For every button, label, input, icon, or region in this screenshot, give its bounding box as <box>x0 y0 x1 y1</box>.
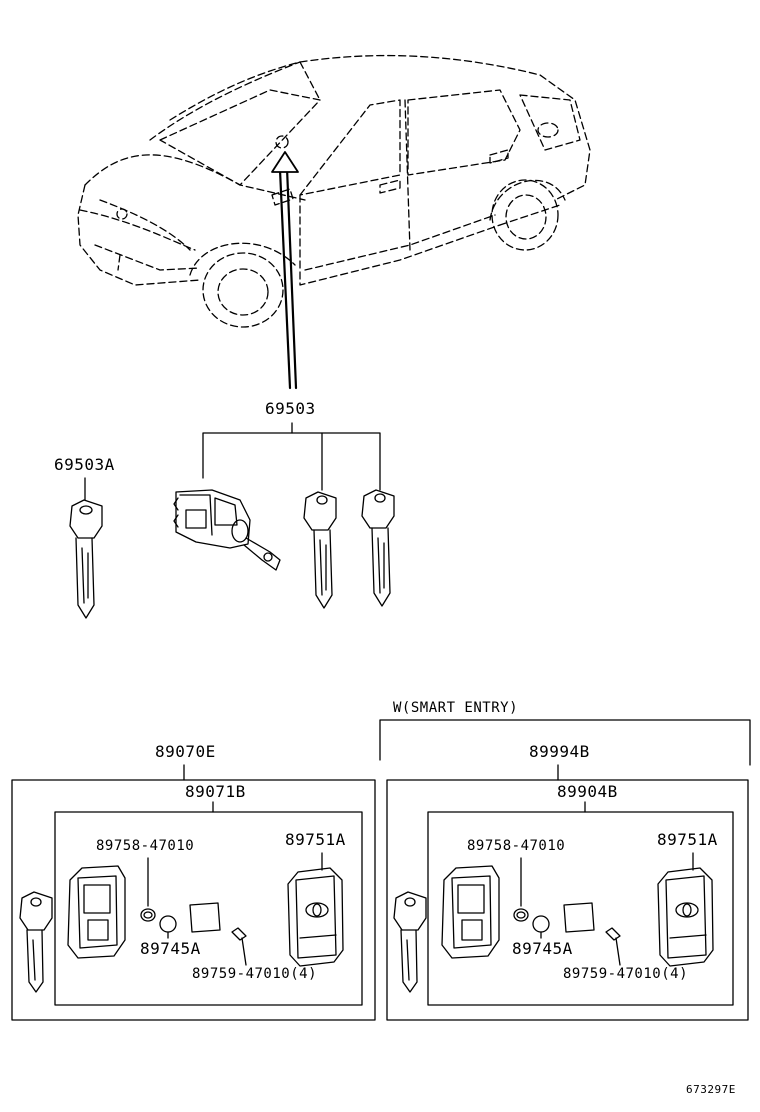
transmitter-icon <box>657 852 714 967</box>
plate-icon <box>563 902 595 933</box>
screw-icon <box>605 927 621 966</box>
lock-set-label: 69503 <box>265 399 316 418</box>
o-ring-icon <box>513 908 529 922</box>
key-icon <box>393 891 427 993</box>
location-arrow <box>271 151 299 390</box>
vehicle-illustration <box>77 54 591 328</box>
lock-set-bracket <box>202 432 381 491</box>
left-transmitter-label: 89751A <box>285 830 346 849</box>
battery-icon <box>532 915 550 933</box>
right-assembly-box <box>386 779 749 1021</box>
left-assembly-box <box>11 779 376 1021</box>
o-ring-icon <box>140 908 156 922</box>
transmitter-icon <box>287 852 344 967</box>
key-icon <box>361 489 395 607</box>
key-icon <box>303 491 337 609</box>
right-assembly-label: 89994B <box>529 742 590 761</box>
plate-icon <box>189 902 221 933</box>
battery-icon <box>159 915 177 933</box>
left-battery-label: 89745A <box>140 939 201 958</box>
smart-entry-condition-label: W(SMART ENTRY) <box>393 700 519 716</box>
key-blank-label: 69503A <box>54 455 115 474</box>
left-screw-label: 89759-47010(4) <box>192 966 318 982</box>
key-icon <box>19 891 53 993</box>
right-ring-label: 89758-47010 <box>467 838 566 854</box>
key-case-icon <box>67 865 126 959</box>
lock-cylinder <box>173 489 281 571</box>
right-screw-label: 89759-47010(4) <box>563 966 689 982</box>
screw-icon <box>231 927 247 966</box>
figure-id: 673297E <box>686 1083 736 1096</box>
key-blank-icon <box>69 477 103 619</box>
left-subassembly-label: 89071B <box>185 782 246 801</box>
right-battery-label: 89745A <box>512 939 573 958</box>
left-assembly-label: 89070E <box>155 742 216 761</box>
left-ring-label: 89758-47010 <box>96 838 195 854</box>
right-transmitter-label: 89751A <box>657 830 718 849</box>
right-subassembly-box <box>427 811 734 1006</box>
smart-entry-bracket <box>379 719 751 766</box>
left-subassembly-box <box>54 811 363 1006</box>
key-case-icon <box>441 865 500 959</box>
right-subassembly-label: 89904B <box>557 782 618 801</box>
